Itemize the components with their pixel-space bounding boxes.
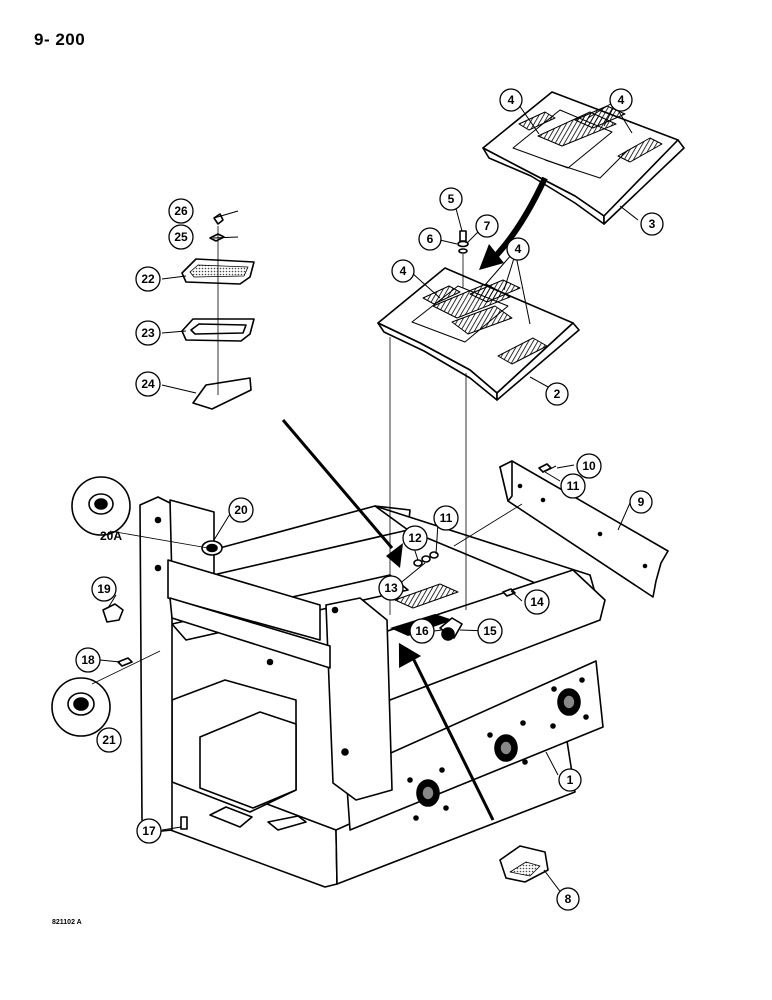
assembly-arrow-right — [398, 642, 495, 821]
svg-text:23: 23 — [141, 326, 155, 340]
pin — [180, 816, 188, 830]
callout-11: 11 — [560, 473, 586, 499]
svg-text:4: 4 — [515, 242, 522, 256]
svg-text:9: 9 — [638, 495, 645, 509]
callout-24: 24 — [135, 371, 161, 397]
floor-plate-lower — [377, 267, 580, 401]
svg-text:24: 24 — [141, 377, 155, 391]
panel-screw — [538, 463, 557, 473]
svg-text:6: 6 — [427, 232, 434, 246]
svg-text:20A: 20A — [100, 529, 122, 543]
svg-text:12: 12 — [408, 531, 422, 545]
callout-3: 3 — [640, 212, 664, 236]
svg-text:22: 22 — [141, 272, 155, 286]
callout-5: 5 — [439, 187, 463, 211]
side-panel — [499, 460, 669, 598]
svg-text:3: 3 — [649, 217, 656, 231]
callout-4: 4 — [609, 88, 633, 112]
callout-4: 4 — [391, 259, 415, 283]
callout-15: 15 — [477, 618, 503, 644]
callout-1: 1 — [558, 768, 582, 792]
svg-text:25: 25 — [174, 230, 188, 244]
floor-plate-upper — [482, 91, 685, 225]
callout-8: 8 — [556, 887, 580, 911]
svg-text:10: 10 — [582, 459, 596, 473]
svg-text:5: 5 — [448, 192, 455, 206]
svg-text:13: 13 — [384, 581, 398, 595]
svg-text:7: 7 — [484, 219, 491, 233]
callout-bubbles: 1 2 3 4 4 4 4 5 6 7 8 9 10 11 11 12 13 1… — [75, 88, 664, 911]
svg-text:4: 4 — [400, 264, 407, 278]
callout-18: 18 — [75, 647, 101, 673]
svg-text:15: 15 — [483, 624, 497, 638]
svg-text:21: 21 — [102, 733, 116, 747]
svg-text:18: 18 — [81, 653, 95, 667]
callout-25: 25 — [168, 224, 194, 250]
clip — [499, 845, 549, 883]
page-number: 9- 200 — [34, 30, 86, 49]
set-screw — [117, 657, 133, 667]
bolt-washer-stack — [457, 230, 469, 288]
callout-2: 2 — [545, 382, 569, 406]
svg-text:19: 19 — [97, 582, 111, 596]
svg-text:14: 14 — [530, 595, 544, 609]
svg-text:8: 8 — [565, 892, 572, 906]
svg-text:20: 20 — [234, 503, 248, 517]
callout-9: 9 — [629, 490, 653, 514]
callout-22: 22 — [135, 266, 161, 292]
callout-4: 4 — [499, 88, 523, 112]
callout-6: 6 — [418, 227, 442, 251]
callout-14: 14 — [524, 589, 550, 615]
main-frame — [139, 496, 606, 888]
callout-12: 12 — [402, 525, 428, 551]
callout-17: 17 — [136, 818, 162, 844]
assembly-arrow-left — [281, 419, 403, 568]
cap-detail — [51, 650, 161, 737]
svg-text:17: 17 — [142, 824, 156, 838]
callout-21: 21 — [96, 727, 122, 753]
callout-16: 16 — [409, 618, 435, 644]
bushing-detail — [71, 476, 209, 549]
callout-19: 19 — [91, 576, 117, 602]
callout-13: 13 — [378, 575, 404, 601]
fitting — [102, 603, 124, 623]
callout-7: 7 — [475, 214, 499, 238]
figure-id: 821102 A — [52, 919, 82, 926]
svg-text:26: 26 — [174, 204, 188, 218]
frame-bolt — [502, 588, 516, 597]
callout-26: 26 — [168, 198, 194, 224]
callout-4: 4 — [506, 237, 530, 261]
inspection-cover-stack — [181, 213, 255, 410]
svg-text:11: 11 — [567, 479, 580, 493]
svg-text:16: 16 — [415, 624, 429, 638]
callout-20a: 20A — [100, 529, 122, 543]
svg-text:1: 1 — [567, 773, 574, 787]
callout-11: 11 — [433, 505, 459, 531]
svg-text:4: 4 — [618, 93, 625, 107]
svg-text:2: 2 — [554, 387, 561, 401]
callout-10: 10 — [576, 453, 602, 479]
svg-text:11: 11 — [440, 511, 453, 525]
callout-20: 20 — [228, 497, 254, 523]
svg-text:4: 4 — [508, 93, 515, 107]
callout-23: 23 — [135, 320, 161, 346]
